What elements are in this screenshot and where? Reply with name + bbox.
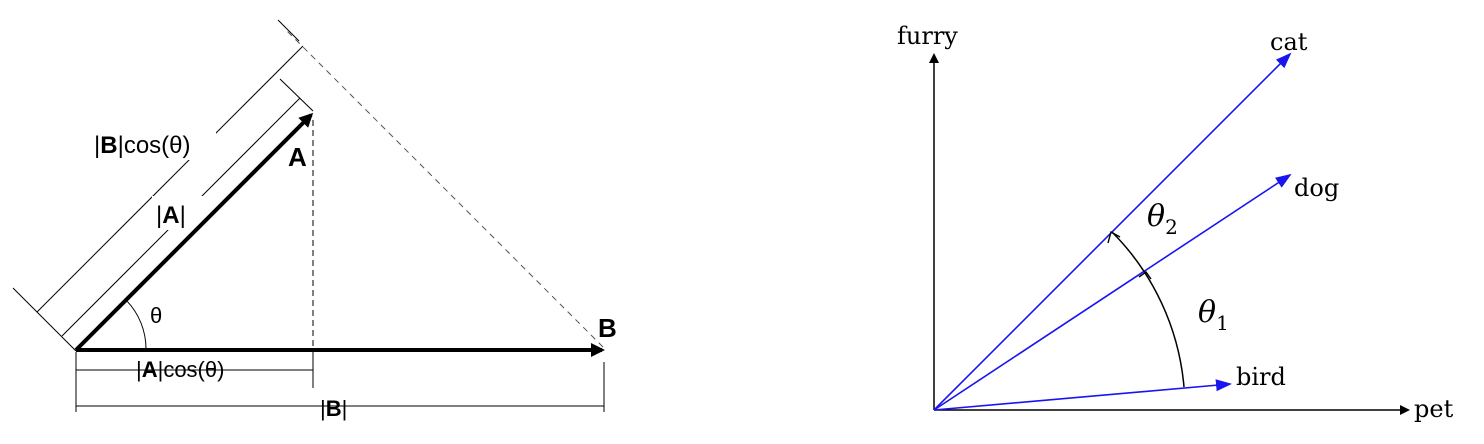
label-b-cos-theta: |B|cos(θ) (94, 132, 191, 159)
cosine-similarity-diagram: furry pet cat dog bird θ2 θ1 (897, 22, 1454, 423)
arc-arrowhead-theta2 (1107, 230, 1121, 244)
label-vector-a: A (288, 142, 307, 172)
label-a-magnitude: |A| (156, 202, 186, 229)
label-vector-b: B (598, 313, 617, 343)
dashed-projection-line (283, 27, 604, 348)
dim-tick-b-cos-start (12, 287, 77, 352)
label-theta2: θ2 (1147, 199, 1178, 239)
label-axis-furry: furry (897, 22, 958, 50)
label-theta1: θ1 (1198, 295, 1229, 335)
label-a-cos-theta: |A|cos(θ) (136, 357, 224, 382)
angle-arc (1111, 231, 1185, 388)
vector-a (74, 112, 314, 352)
dim-line-b-cos (36, 45, 304, 313)
label-b-magnitude: |B| (320, 396, 347, 421)
dim-tick-b-cos-end (277, 19, 300, 42)
angle-arc-theta (125, 299, 147, 351)
label-dog: dog (1294, 174, 1339, 202)
label-theta: θ (150, 303, 162, 328)
dim-tick-a-mag-end (279, 78, 314, 112)
arc-arrowhead-theta1 (1138, 271, 1152, 280)
label-axis-pet: pet (1414, 395, 1454, 423)
vector-bird (933, 379, 1232, 411)
label-cat: cat (1270, 28, 1308, 56)
projection-diagram: A B θ |B|cos(θ) |A| |A|cos(θ) |B| (12, 19, 617, 423)
label-bird: bird (1236, 363, 1286, 391)
vector-dog (933, 173, 1292, 411)
